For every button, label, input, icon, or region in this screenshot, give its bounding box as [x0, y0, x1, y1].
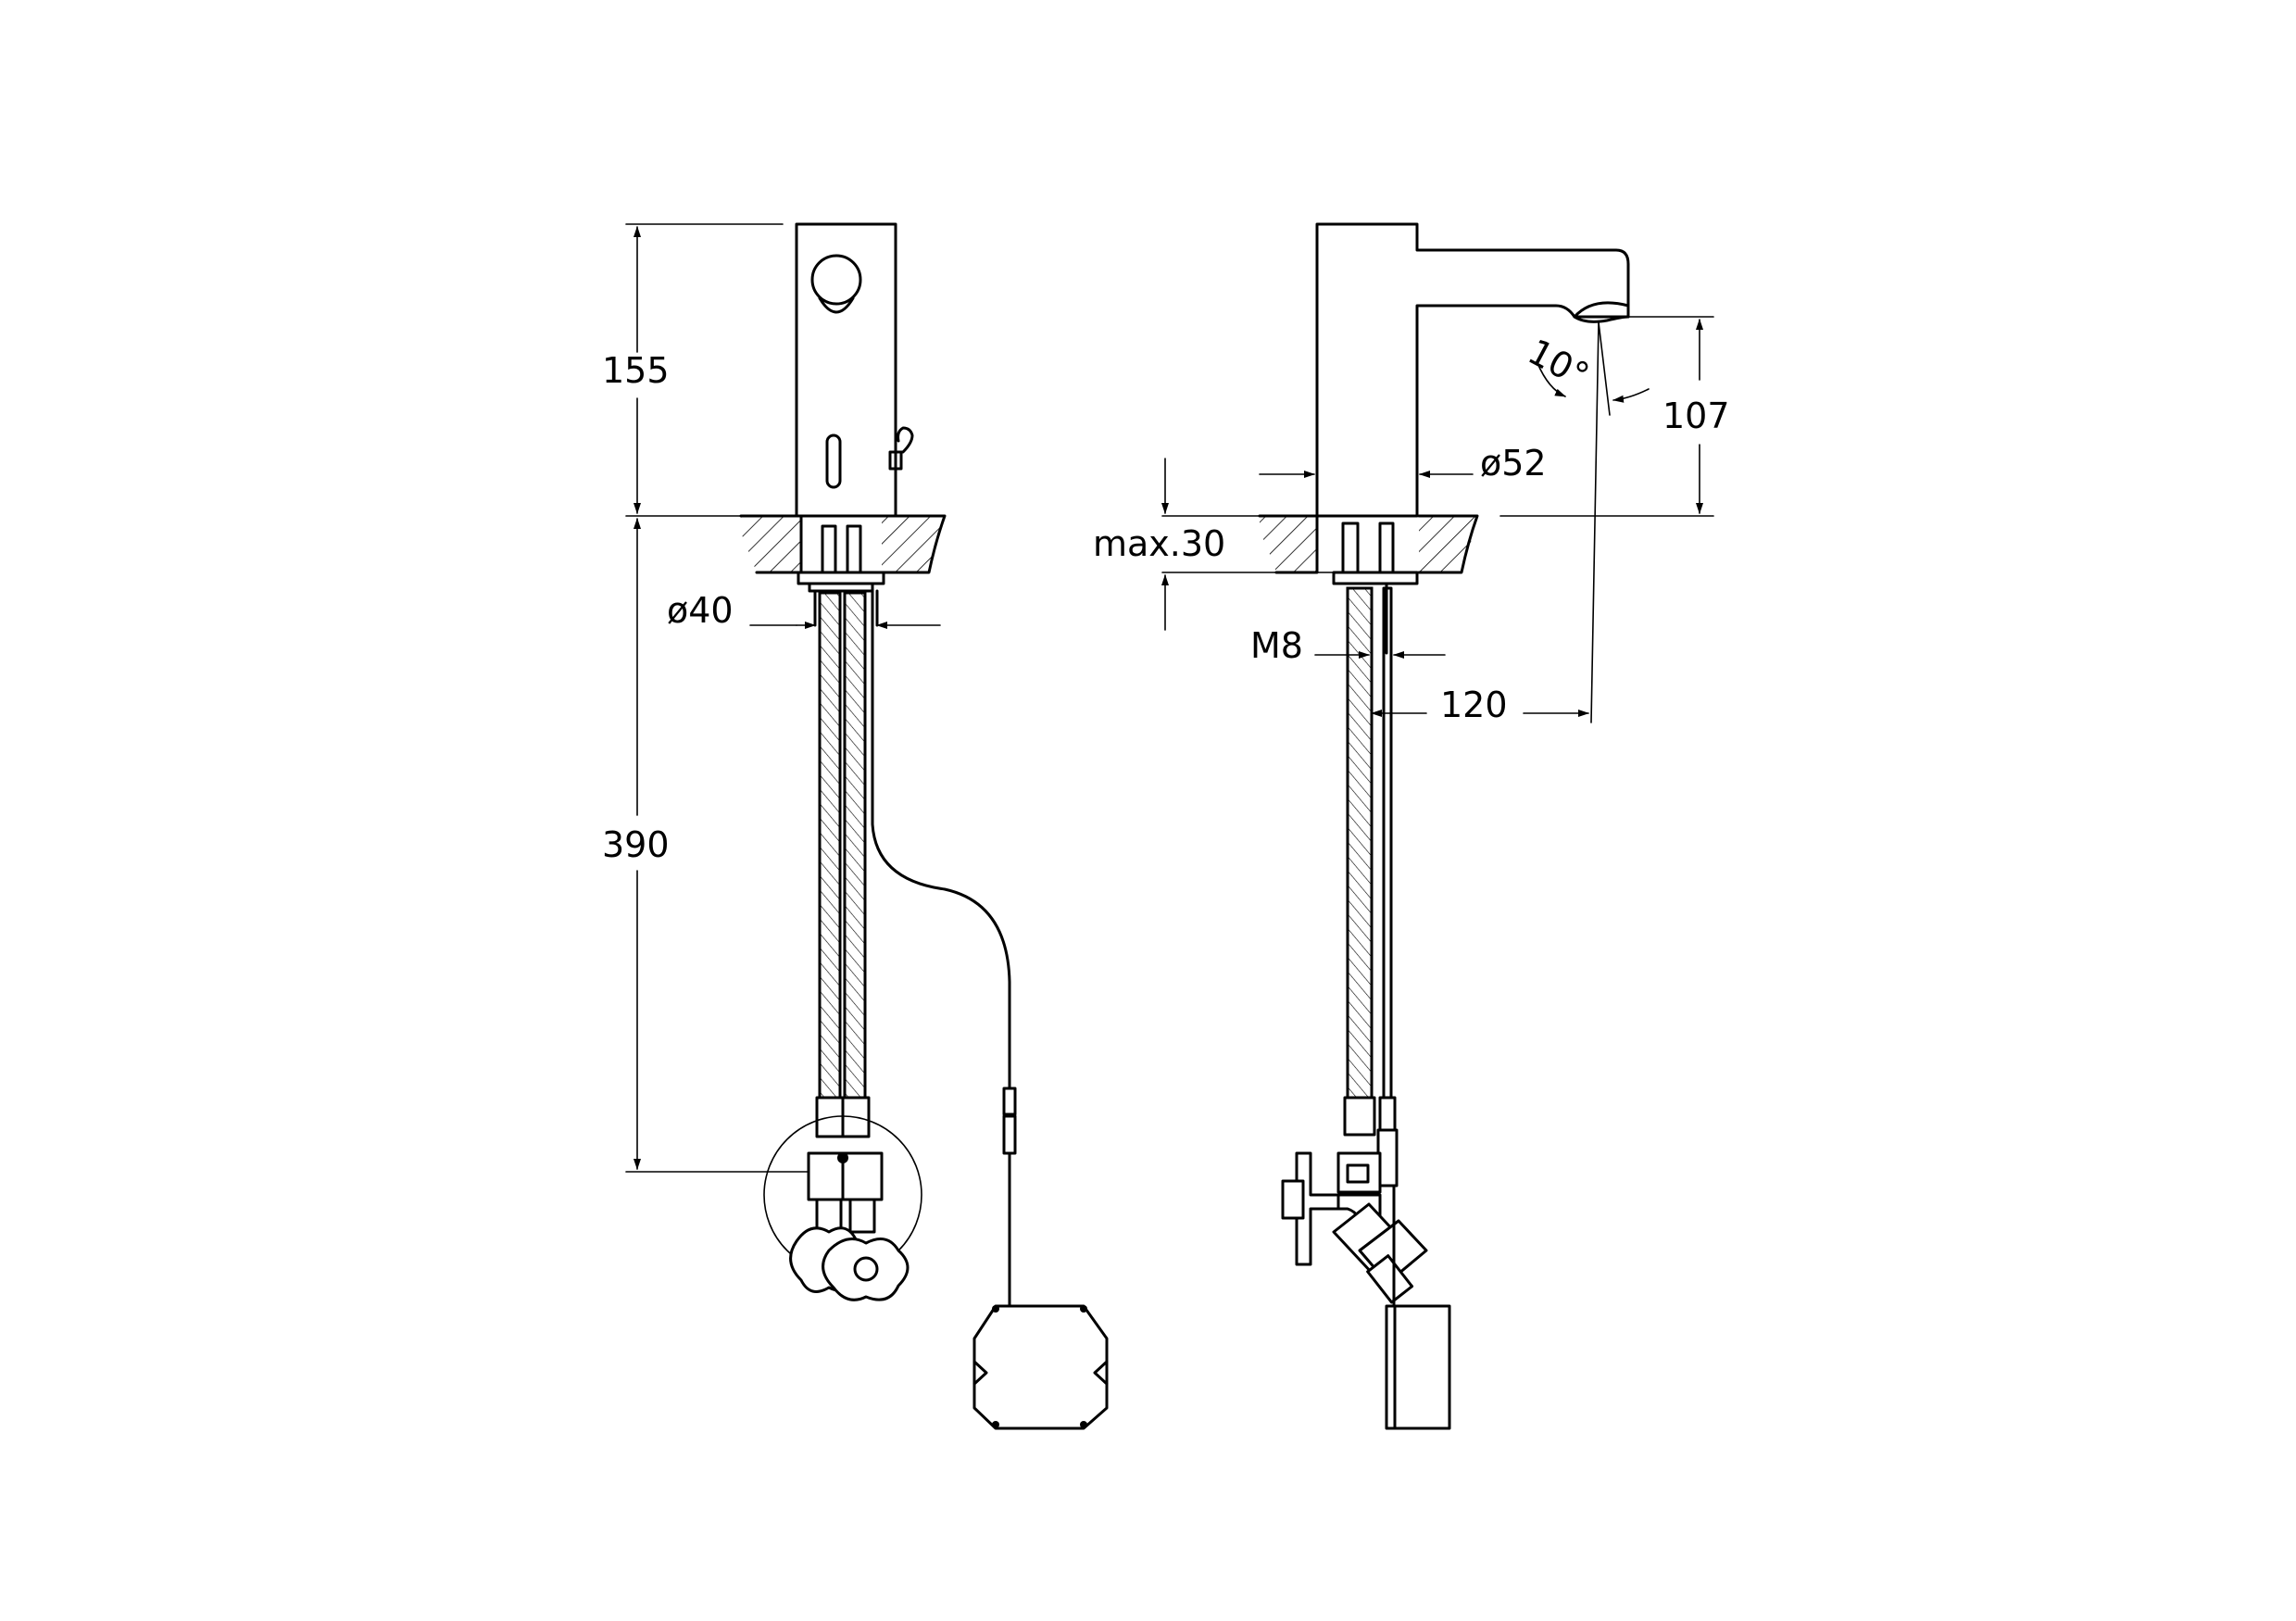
side-control-box [1385, 1184, 1451, 1430]
dim-m8: M8 [1250, 625, 1303, 666]
dim-155: 155 [602, 350, 670, 391]
side-view: 10° 107 ø52 max.30 M8 120 [1093, 222, 1730, 1430]
side-fixing [1332, 521, 1419, 655]
front-fixing [797, 524, 885, 627]
side-valve [1281, 1151, 1428, 1304]
front-view: 155 390 ø40 [602, 222, 1109, 1430]
side-hose [1343, 586, 1399, 1187]
dim-107: 107 [1662, 396, 1730, 436]
side-dimensions [1161, 316, 1714, 723]
front-dimensions [625, 223, 941, 1173]
dim-max-30: max.30 [1093, 523, 1225, 564]
front-angle-valves [763, 1115, 922, 1301]
dim-spray-angle: 10° [1522, 331, 1596, 396]
dim-hole-diameter: ø40 [667, 590, 734, 631]
front-faucet-body [795, 222, 914, 518]
front-hoses [815, 591, 871, 1138]
front-cable [871, 587, 1109, 1430]
dim-390: 390 [602, 824, 670, 865]
dim-body-diameter: ø52 [1480, 443, 1547, 484]
side-countertop [1258, 514, 1479, 574]
dim-120: 120 [1440, 685, 1508, 725]
front-countertop [739, 514, 947, 574]
